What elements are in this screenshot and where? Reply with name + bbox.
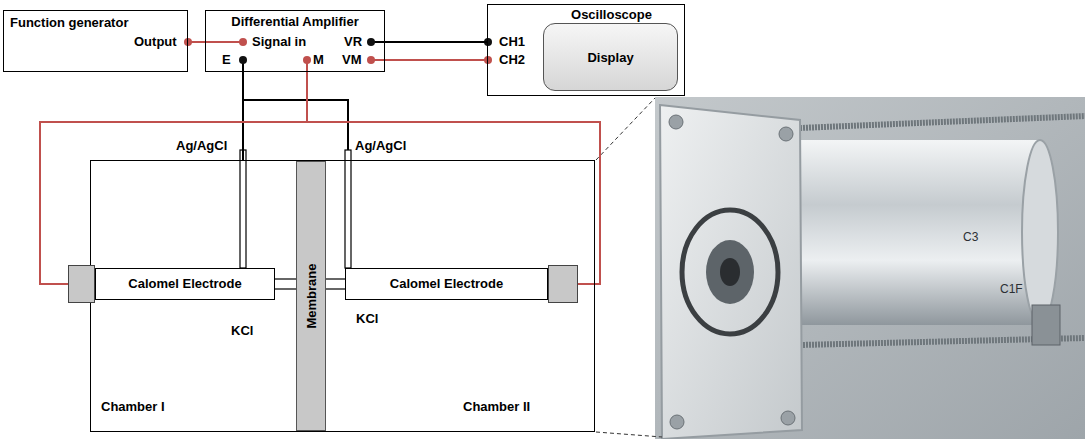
instrument-box: OscilloscopeCH1CH2 Display [487,4,685,96]
electrode-rod [240,150,246,268]
box-title: Function generator [10,15,128,30]
cylinder-end [1022,140,1058,324]
chamber-label: Chamber II [463,399,530,414]
signal-wire [307,72,600,284]
terminal-dot [303,56,311,64]
threaded-rod [800,116,1085,128]
photo-marking: C1F [1000,282,1023,297]
bracket [1032,305,1060,345]
aperture [720,258,740,286]
cylinder [790,140,1040,325]
signal-wire [188,41,205,43]
electrode-label: Calomel Electrode [95,276,275,291]
port-label: VR [344,34,362,49]
chamber-label: Chamber I [101,399,165,414]
instrument-box: Differential AmplifierSignal in E M VR VM [205,10,385,72]
box-title: Differential Amplifier [206,14,384,29]
zoom-line [596,98,655,160]
port-label: CH1 [499,34,525,49]
electrode-label: Calomel Electrode [345,276,548,291]
electrode-rod [345,150,351,268]
photo-ground [655,97,1085,439]
bridge-tube [275,288,296,289]
instrument-box: Function generatorOutput [3,10,188,72]
terminal-dot [367,38,375,46]
wire-stub [205,41,243,43]
port-label: Signal in [252,34,306,49]
port-label: M [313,52,324,67]
signal-wire [242,72,244,160]
signal-wire [385,41,487,43]
terminal-dot [239,56,247,64]
window [706,240,754,304]
signal-wire [40,72,307,284]
zoom-lines [596,98,662,437]
port-label: E [222,52,231,67]
o-ring [682,210,778,334]
chamber-box: KClKClChamber IChamber IICalomel Electro… [90,160,595,432]
port-label: Output [134,34,177,49]
screen-label: Display [544,50,677,65]
membrane: Membrane [296,161,326,431]
bolt [781,411,795,425]
solution-label: KCl [356,311,378,326]
electrode-label: Ag/AgCl [355,138,406,153]
display-screen: Display [543,23,678,91]
electrode-label: Ag/AgCl [176,138,227,153]
terminal-dot [367,56,375,64]
zoom-line [596,432,662,437]
bolt [779,127,793,141]
electrode-cap [548,265,578,303]
bridge-tube [326,278,345,279]
wire-stubs [205,42,385,150]
calomel-electrode: Calomel Electrode [345,268,578,300]
bolt [670,415,684,429]
bolt [669,115,683,129]
box-title: Oscilloscope [544,7,679,22]
front-plate [660,105,802,439]
membrane-label: Membrane [304,263,319,328]
port-label: VM [342,52,362,67]
calomel-electrode: Calomel Electrode [68,268,275,300]
bridge-tube [275,278,296,279]
signal-wire [385,59,487,61]
solution-label: KCl [231,323,253,338]
port-label: CH2 [499,52,525,67]
photo [655,97,1085,439]
photo-marking: C3 [963,230,978,245]
wire-branch [243,100,348,150]
electrode-cap [68,265,95,303]
bridge-tube [326,288,345,289]
terminal-dot [239,38,247,46]
